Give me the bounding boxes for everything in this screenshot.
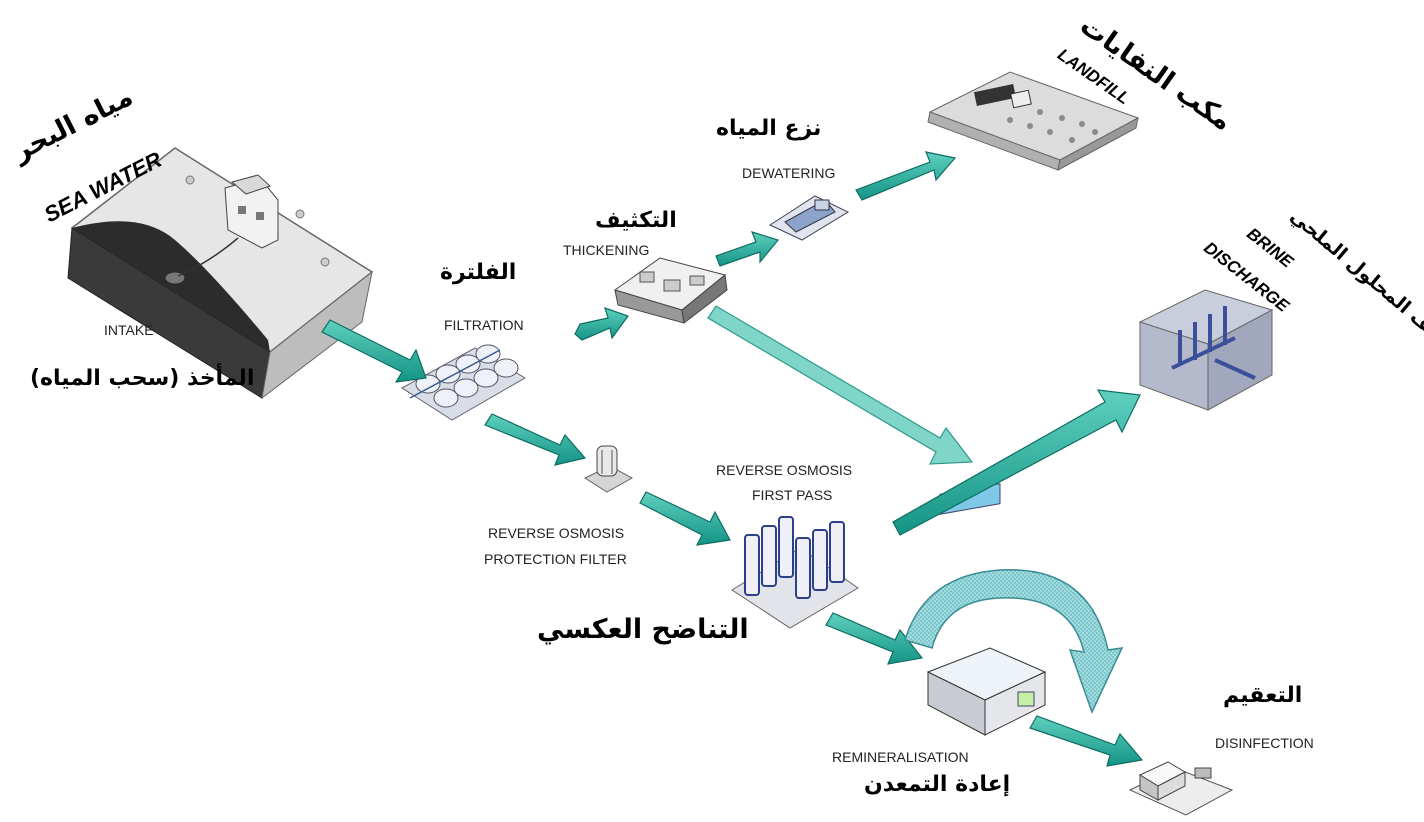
arrow-ro-protection-to-ro-first-pass xyxy=(639,491,731,546)
thickening-label: THICKENING xyxy=(563,242,650,258)
brine-discharge-illustration xyxy=(1138,289,1274,411)
arrow-remineralisation-to-disinfection xyxy=(1029,715,1144,767)
intake-label: INTAKE xyxy=(104,322,154,338)
arrow-filtration-to-thickening xyxy=(574,307,629,341)
thickening-arabic-label: التكثيف xyxy=(595,208,677,233)
arrow-filtration-to-ro-protection xyxy=(484,413,587,466)
dewatering-arabic-label: نزع المياه xyxy=(716,116,822,141)
disinfection-label: DISINFECTION xyxy=(1215,735,1314,751)
intake-arabic-label: المأخذ (سحب المياه) xyxy=(30,366,255,391)
reverse-osmosis-arabic-label: التناضح العكسي xyxy=(537,614,749,645)
filtration-arabic-label: الفلترة xyxy=(440,260,517,285)
thickening-illustration xyxy=(613,257,728,324)
ro-protection-filter-illustration xyxy=(583,445,634,493)
arrow-ro-to-remineralisation xyxy=(825,612,924,665)
ro-first-pass-illustration xyxy=(731,516,859,629)
remineralisation-label: REMINERALISATION xyxy=(832,749,969,765)
arrow-dewatering-to-landfill xyxy=(855,151,957,201)
ro-first-pass-label-line1: REVERSE OSMOSIS xyxy=(716,462,853,478)
ro-protection-label-line1: REVERSE OSMOSIS xyxy=(488,525,625,541)
filtration-illustration xyxy=(401,344,526,421)
disinfection-arabic-label: التعقيم xyxy=(1223,683,1303,708)
dewatering-illustration xyxy=(768,195,850,241)
arrow-intake-to-filtration xyxy=(321,319,427,383)
arrow-thickening-to-dewatering xyxy=(715,231,780,267)
arrow-loop-bypass xyxy=(904,569,1124,714)
ro-first-pass-label-line2: FIRST PASS xyxy=(752,487,833,503)
landfill-illustration xyxy=(927,71,1140,171)
arrow-thickening-to-brine xyxy=(707,305,974,465)
disinfection-illustration xyxy=(1128,761,1234,816)
arrow-ro-to-brine xyxy=(892,389,1141,536)
remineralisation-arabic-label: إعادة التمعدن xyxy=(864,772,1011,797)
dewatering-label: DEWATERING xyxy=(742,165,836,181)
ro-protection-label-line2: PROTECTION FILTER xyxy=(484,551,627,567)
intake-illustration xyxy=(67,147,374,400)
filtration-label: FILTRATION xyxy=(444,317,524,333)
